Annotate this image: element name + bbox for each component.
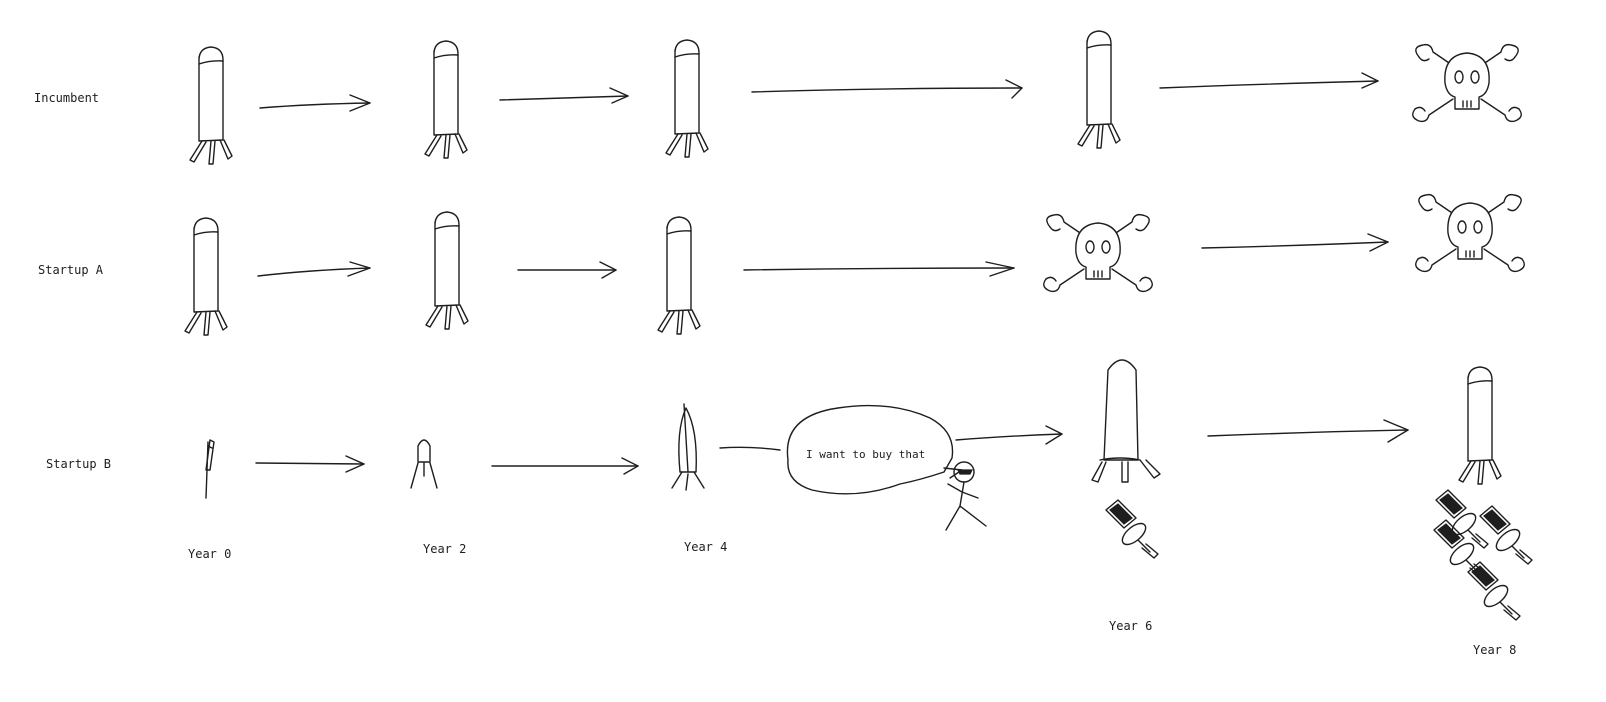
rocket-sketch-year-0 <box>205 439 215 499</box>
year-label-8: Year 8 <box>1473 643 1517 657</box>
row-label-startup-b: Startup B <box>46 457 112 471</box>
arrow-icon <box>499 87 629 104</box>
arrow-icon <box>955 425 1063 445</box>
arrow-icon <box>257 261 371 277</box>
row-label-incumbent: Incumbent <box>34 91 100 105</box>
rocket-sketch-year-4 <box>671 403 705 491</box>
skull-and-crossbones-icon <box>1415 193 1525 273</box>
arrow-icon <box>743 261 1015 277</box>
rocket-sketch-year-6 <box>1091 359 1161 483</box>
arrow-icon <box>1159 72 1379 89</box>
rocket-sketch-year-2 <box>410 439 438 489</box>
row-label-startup-a: Startup A <box>38 263 104 277</box>
rocket-icon <box>1458 366 1502 485</box>
satellite-icon <box>1467 561 1521 621</box>
arrow-icon <box>751 79 1023 99</box>
year-label-6: Year 6 <box>1109 619 1153 633</box>
arrow-icon <box>1201 233 1389 252</box>
connector-line <box>719 446 781 451</box>
arrow-icon <box>259 94 371 112</box>
arrow-icon <box>491 457 639 475</box>
rocket-icon <box>1077 30 1121 149</box>
year-label-4: Year 4 <box>684 540 728 554</box>
speech-bubble-text: I want to buy that <box>806 448 925 461</box>
arrow-icon <box>1207 419 1409 443</box>
skull-and-crossbones-icon <box>1412 43 1522 123</box>
stick-figure-icon <box>945 461 987 531</box>
rocket-icon <box>184 217 228 336</box>
year-label-2: Year 2 <box>423 542 467 556</box>
speech-bubble: I want to buy that <box>786 404 963 495</box>
rocket-icon <box>657 216 701 335</box>
year-label-0: Year 0 <box>188 547 232 561</box>
rocket-icon <box>425 211 469 330</box>
satellite-icon <box>1479 505 1533 565</box>
rocket-icon <box>189 46 233 165</box>
arrow-icon <box>517 261 617 279</box>
rocket-icon <box>424 40 468 159</box>
skull-and-crossbones-icon <box>1043 213 1153 293</box>
satellite-icon <box>1105 499 1159 559</box>
arrow-icon <box>255 455 365 473</box>
rocket-icon <box>665 39 709 158</box>
